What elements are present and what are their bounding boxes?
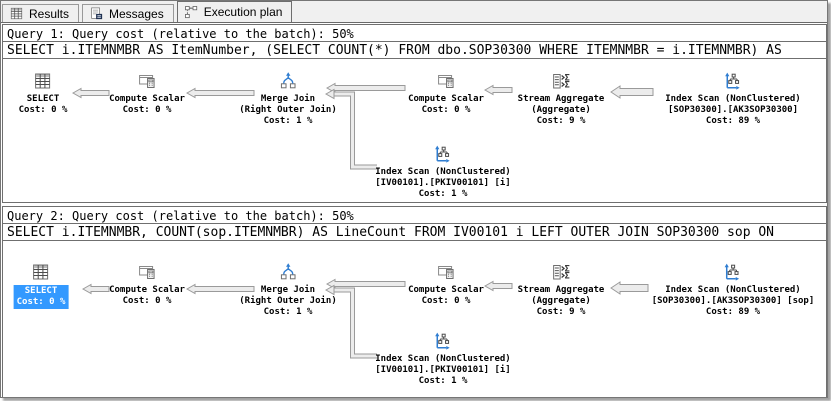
plan-node-label: Index Scan (NonClustered)[IV00101].[PKIV… (375, 167, 511, 199)
result-grid-icon (33, 71, 53, 91)
query-1-plan-panel: Query 1: Query cost (relative to the bat… (2, 24, 827, 203)
plan-node-index-scan-iv00101[interactable]: Index Scan (NonClustered)[IV00101].[PKIV… (375, 144, 511, 200)
plan-node-stream-aggregate[interactable]: Stream Aggregate(Aggregate)Cost: 9 % (517, 262, 605, 318)
plan-node-label: Index Scan (NonClustered)[IV00101].[PKIV… (375, 354, 511, 386)
plan-node-stream-aggregate[interactable]: Stream Aggregate(Aggregate)Cost: 9 % (517, 71, 605, 127)
result-grid-icon (31, 262, 51, 282)
compute-scalar-icon (137, 262, 157, 282)
compute-scalar-icon (137, 71, 157, 91)
index-scan-icon (723, 71, 743, 91)
plan-node-index-scan-sop30300[interactable]: Index Scan (NonClustered)[SOP30300].[AK3… (665, 71, 801, 127)
plan-node-merge-join[interactable]: Merge Join(Right Outer Join)Cost: 1 % (239, 262, 337, 318)
query-2-header: Query 2: Query cost (relative to the bat… (3, 207, 826, 224)
stream-aggregate-icon (551, 262, 571, 282)
compute-scalar-icon (436, 71, 456, 91)
tab-execution-plan[interactable]: Execution plan (176, 1, 293, 22)
query-1-statement: SELECT i.ITEMNMBR AS ItemNumber, (SELECT… (3, 43, 826, 59)
tab-label: Execution plan (203, 5, 283, 19)
results-grid-icon (9, 6, 24, 21)
plan-node-label: Index Scan (NonClustered)[SOP30300].[AK3… (651, 285, 815, 317)
compute-scalar-icon (436, 262, 456, 282)
plan-node-merge-join[interactable]: Merge Join(Right Outer Join)Cost: 1 % (239, 71, 337, 127)
tab-label: Results (29, 6, 70, 21)
plan-node-label: Merge Join(Right Outer Join)Cost: 1 % (239, 94, 337, 126)
query-1-header: Query 1: Query cost (relative to the bat… (3, 25, 826, 42)
index-scan-icon (723, 262, 743, 282)
results-pane-tabstrip: Results Messages Execution plan (1, 1, 827, 23)
plan-node-index-scan-sop30300[interactable]: Index Scan (NonClustered)[SOP30300].[AK3… (651, 262, 815, 318)
plan-node-label: Stream Aggregate(Aggregate)Cost: 9 % (517, 285, 605, 317)
tab-messages[interactable]: Messages (82, 4, 174, 22)
query-2-plan-panel: Query 2: Query cost (relative to the bat… (2, 206, 827, 397)
stream-aggregate-icon (551, 71, 571, 91)
tab-results[interactable]: Results (2, 4, 80, 22)
tab-label: Messages (109, 6, 164, 21)
merge-join-icon (278, 262, 298, 282)
plan-node-label: Index Scan (NonClustered)[SOP30300].[AK3… (665, 94, 801, 126)
merge-join-icon (278, 71, 298, 91)
query-2-statement: SELECT i.ITEMNMBR, COUNT(sop.ITEMNMBR) A… (3, 225, 826, 241)
plan-node-label: Merge Join(Right Outer Join)Cost: 1 % (239, 285, 337, 317)
plan-arrows (81, 278, 649, 359)
plan-node-label: Stream Aggregate(Aggregate)Cost: 9 % (517, 94, 605, 126)
index-scan-icon (433, 331, 453, 351)
execution-plan-icon (184, 5, 199, 20)
plan-node-index-scan-iv00101[interactable]: Index Scan (NonClustered)[IV00101].[PKIV… (375, 331, 511, 387)
index-scan-icon (433, 144, 453, 164)
plan-arrows (71, 82, 654, 170)
messages-icon (89, 6, 104, 21)
